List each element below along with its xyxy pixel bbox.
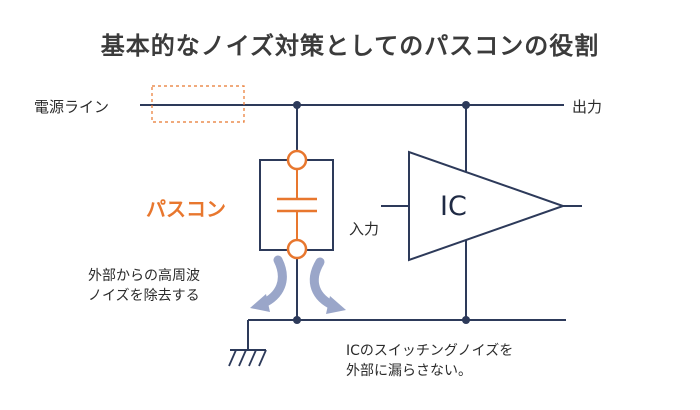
output-label: 出力 bbox=[572, 98, 603, 116]
junction-dot bbox=[293, 316, 301, 324]
noise-entry-box bbox=[151, 85, 245, 123]
noise-containment-note: ICのスイッチングノイズを 外部に漏らさない。 bbox=[346, 341, 513, 381]
capacitor-terminal bbox=[286, 238, 308, 260]
noise-containment-note-line1: ICのスイッチングノイズを bbox=[346, 343, 514, 359]
junction-dot bbox=[462, 101, 470, 109]
ic-label: IC bbox=[440, 191, 467, 222]
noise-removal-note: 外部からの高周波 ノイズを除去する bbox=[88, 266, 200, 306]
junction-dot bbox=[293, 101, 301, 109]
ground-icon bbox=[228, 349, 267, 367]
bypass-capacitor-label: パスコン bbox=[146, 197, 226, 221]
power-line-label: 電源ライン bbox=[34, 98, 110, 116]
ic-symbol bbox=[408, 150, 567, 262]
diagram-title: 基本的なノイズ対策としてのパスコンの役割 bbox=[100, 32, 600, 60]
noise-removal-note-line1: 外部からの高周波 bbox=[88, 268, 200, 284]
input-label: 入力 bbox=[349, 220, 380, 238]
noise-containment-note-line2: 外部に漏らさない。 bbox=[346, 363, 472, 379]
noise-removal-note-line2: ノイズを除去する bbox=[88, 288, 200, 304]
noise-arrow-right-icon bbox=[309, 257, 346, 314]
capacitor-terminal bbox=[286, 149, 308, 171]
noise-arrow-left-icon bbox=[250, 255, 287, 312]
junction-dot bbox=[462, 316, 470, 324]
